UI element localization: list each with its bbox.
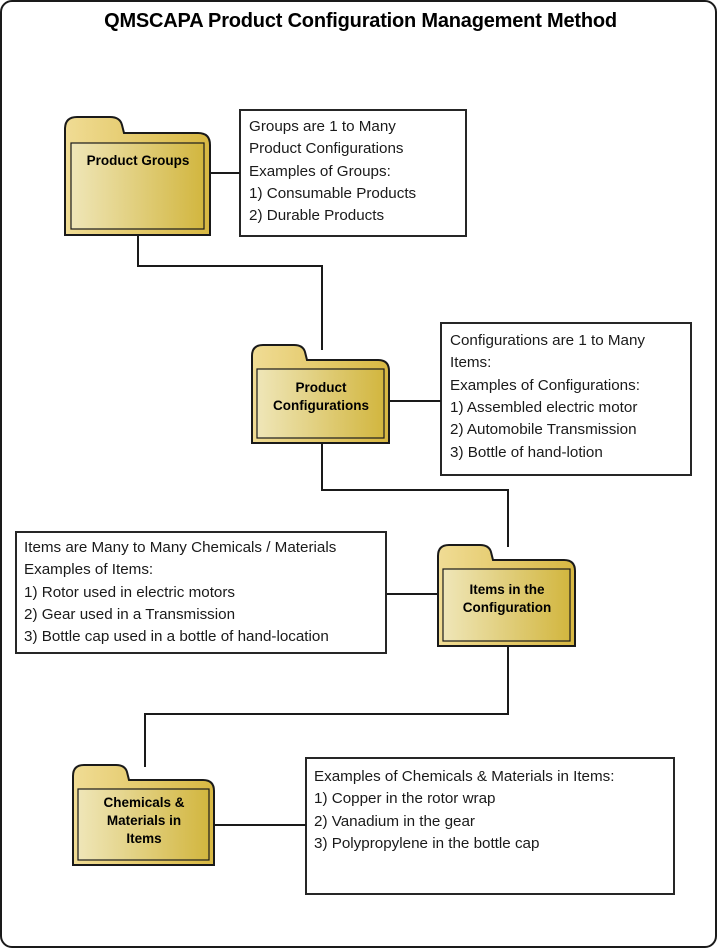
folder-icon bbox=[72, 764, 215, 866]
bracket bbox=[305, 757, 675, 895]
node-product-configurations[interactable]: Product Configurations bbox=[251, 343, 391, 445]
folder-icon bbox=[251, 344, 390, 444]
note-text: Items are Many to Many Chemicals / Mater… bbox=[24, 539, 337, 646]
node-product-groups[interactable]: Product Groups bbox=[64, 115, 212, 237]
note-text: Examples of Chemicals & Materials in Ite… bbox=[314, 768, 615, 853]
connector-items-across bbox=[144, 713, 509, 715]
connector-configurations-to-items bbox=[507, 489, 509, 547]
leader-line-configurations bbox=[389, 400, 441, 402]
folder-icon bbox=[437, 544, 576, 647]
folder-icon bbox=[64, 116, 211, 236]
connector-items-to-chemicals bbox=[144, 713, 146, 767]
node-chemicals-materials[interactable]: Chemicals & Materials in Items bbox=[72, 763, 216, 867]
node-label: Chemicals & Materials in Items bbox=[103, 795, 185, 846]
note-product-configurations bbox=[440, 322, 692, 476]
connector-configurations-down bbox=[321, 443, 323, 491]
bracket bbox=[239, 109, 467, 237]
bracket bbox=[440, 322, 692, 476]
leader-line-groups bbox=[209, 172, 240, 174]
note-text: Configurations are 1 to Many Items: Exam… bbox=[450, 332, 646, 461]
connector-items-down bbox=[507, 647, 509, 715]
node-label: Product Configurations bbox=[273, 380, 369, 413]
page-title: QMSCAPA Product Configuration Management… bbox=[104, 10, 617, 32]
node-label: Items in the Configuration bbox=[462, 582, 552, 615]
leader-line-items bbox=[387, 593, 439, 595]
node-items-in-configuration[interactable]: Items in the Configuration bbox=[437, 543, 577, 648]
connector-groups-across bbox=[137, 265, 323, 267]
connector-groups-down bbox=[137, 235, 139, 267]
connector-configurations-across bbox=[321, 489, 509, 491]
note-items-in-configuration bbox=[15, 531, 387, 654]
note-text: Groups are 1 to Many Product Configurati… bbox=[249, 118, 417, 225]
note-chemicals-materials bbox=[305, 757, 675, 895]
connector-groups-to-configurations bbox=[321, 265, 323, 350]
bracket bbox=[15, 531, 387, 654]
note-product-groups bbox=[239, 109, 467, 237]
leader-line-chemicals bbox=[214, 824, 306, 826]
node-label: Product Groups bbox=[86, 153, 190, 168]
